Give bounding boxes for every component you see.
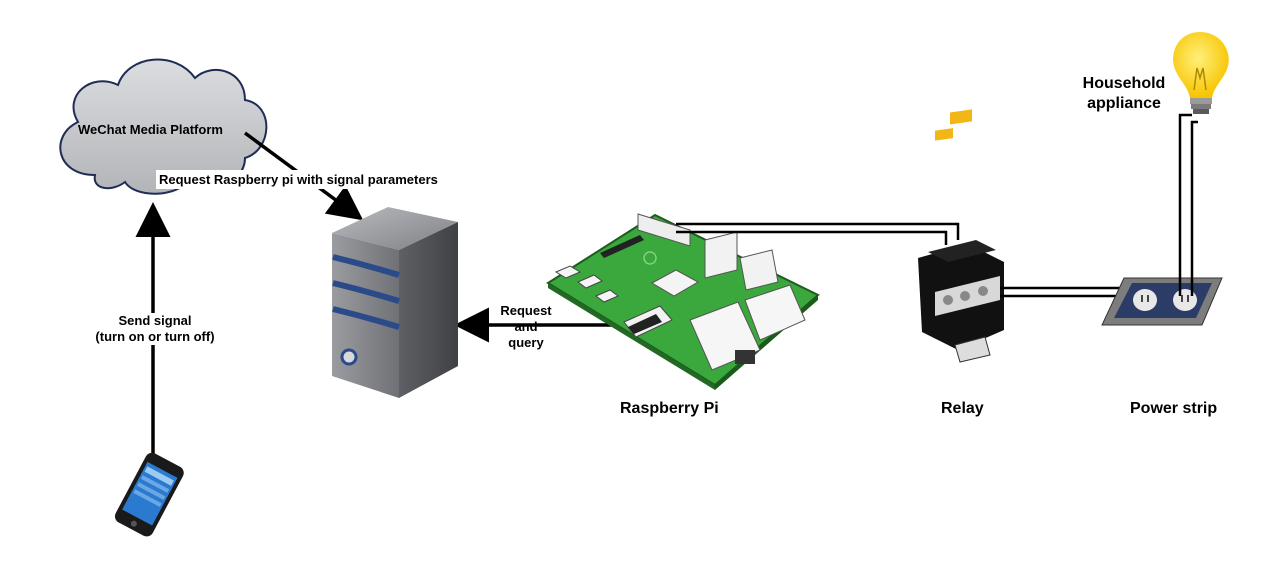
request-and-query-label: Request and query — [500, 303, 552, 351]
household-appliance-label: Household appliance — [1072, 74, 1176, 114]
pi-relay-wires — [676, 222, 960, 245]
request-and-query-line2: and — [514, 319, 538, 334]
light-bulb-icon — [1173, 32, 1229, 114]
send-signal-line2: (turn on or turn off) — [95, 329, 215, 344]
raspberry-pi-board-icon — [546, 213, 820, 390]
send-signal-label: Send signal (turn on or turn off) — [82, 313, 228, 345]
cloud-label: WeChat Media Platform — [78, 122, 223, 137]
powerstrip-bulb-wires — [1178, 113, 1198, 296]
household-line1: Household — [1082, 75, 1166, 92]
power-strip-icon — [1101, 277, 1223, 326]
raspberry-pi-label: Raspberry Pi — [620, 400, 719, 417]
cloud-icon — [59, 58, 268, 195]
smartphone-icon — [114, 452, 184, 537]
household-line2: appliance — [1087, 95, 1161, 112]
request-and-query-line3: query — [508, 335, 544, 350]
send-signal-line1: Send signal — [118, 313, 192, 328]
power-strip-label: Power strip — [1130, 400, 1218, 417]
server-icon — [332, 207, 458, 398]
request-params-label: Request Raspberry pi with signal paramet… — [156, 170, 441, 189]
relay-label: Relay — [941, 400, 984, 417]
relay-icon — [918, 109, 1004, 363]
request-and-query-line1: Request — [500, 303, 552, 318]
